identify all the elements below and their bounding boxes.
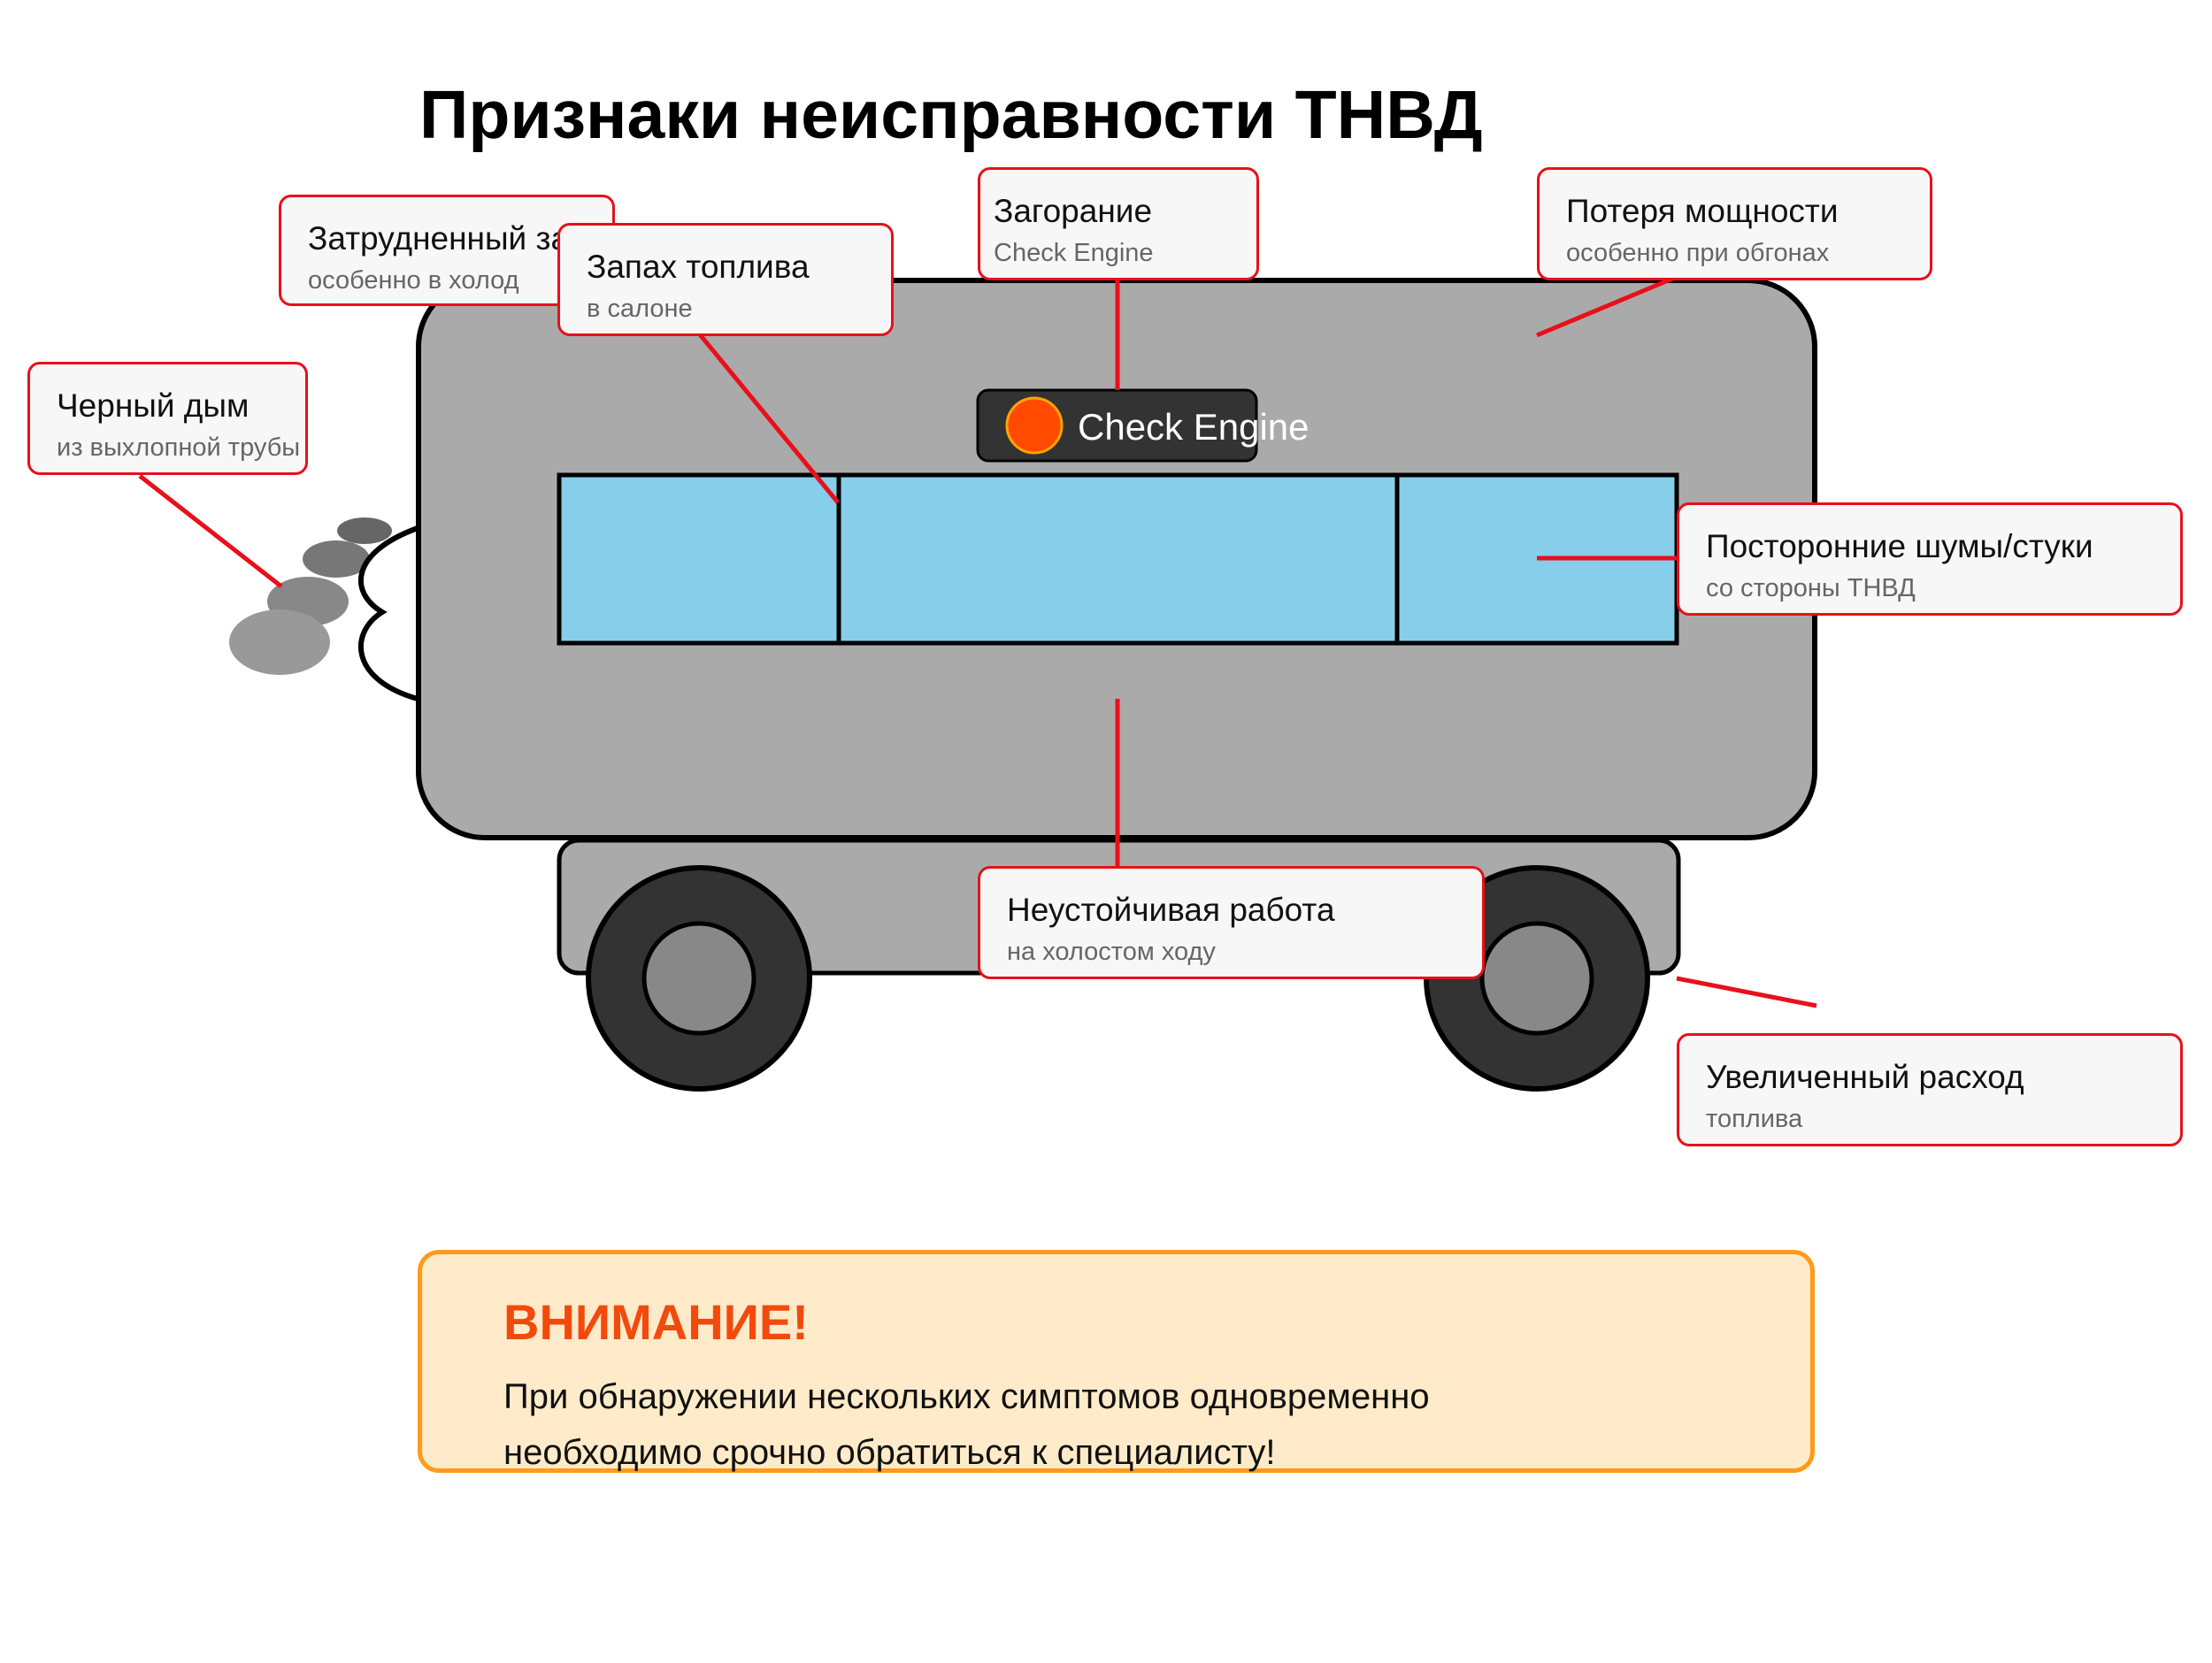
callout-black-smoke: Черный дым из выхлопной трубы [27, 362, 308, 475]
callout-fuel-smell: Запах топлива в салоне [557, 223, 894, 336]
leader-smell [697, 332, 840, 504]
callout-title: Запах топлива [587, 249, 810, 285]
leader-consumption [1676, 976, 1817, 1008]
callout-title: Посторонние шумы/стуки [1706, 528, 2093, 564]
callout-subtitle: особенно в холод [308, 266, 519, 295]
window-left [557, 472, 841, 646]
callout-subtitle: в салоне [587, 295, 693, 323]
callout-idle: Неустойчивая работа на холостом ходу [978, 866, 1485, 979]
warning-box: ВНИМАНИЕ! При обнаружении нескольких сим… [418, 1250, 1815, 1473]
callout-subtitle: из выхлопной трубы [57, 433, 301, 462]
callout-title: Загорание [994, 193, 1153, 229]
callout-power-loss: Потеря мощности особенно при обгонах [1537, 167, 1932, 280]
warning-title: ВНИМАНИЕ! [503, 1294, 809, 1350]
warning-line-1: При обнаружении нескольких симптомов одн… [503, 1377, 1430, 1416]
callout-subtitle: особенно при обгонах [1566, 239, 1830, 267]
smoke-puff [229, 609, 330, 675]
callout-check-engine: Загорание Check Engine [978, 167, 1259, 280]
callout-title: Неустойчивая работа [1007, 892, 1335, 928]
callout-subtitle: топлива [1706, 1105, 1803, 1133]
page-title: Признаки неисправности ТНВД [419, 77, 1483, 153]
callout-noise: Посторонние шумы/стуки со стороны ТНВД [1677, 502, 2183, 616]
smoke-puff [337, 517, 392, 544]
callout-title: Черный дым [57, 387, 250, 424]
window-middle [836, 472, 1400, 646]
callout-subtitle: Check Engine [994, 239, 1154, 267]
leader-power [1536, 274, 1678, 338]
warning-line-2: необходимо срочно обратиться к специалис… [503, 1433, 1276, 1472]
callout-consumption: Увеличенный расход топлива [1677, 1033, 2183, 1146]
callout-subtitle: со стороны ТНВД [1706, 574, 1916, 602]
dashboard-indicator-label: Check Engine [1078, 406, 1310, 448]
smoke-puff [303, 540, 370, 578]
hub-right [1479, 921, 1594, 1036]
callout-title: Потеря мощности [1566, 193, 1839, 229]
rear-contour [357, 525, 419, 701]
callout-subtitle: на холостом ходу [1007, 938, 1216, 966]
hub-left [641, 921, 757, 1036]
callout-title: Увеличенный расход [1706, 1059, 2024, 1095]
check-engine-lamp-icon [1005, 396, 1064, 455]
leader-smoke [138, 474, 283, 588]
